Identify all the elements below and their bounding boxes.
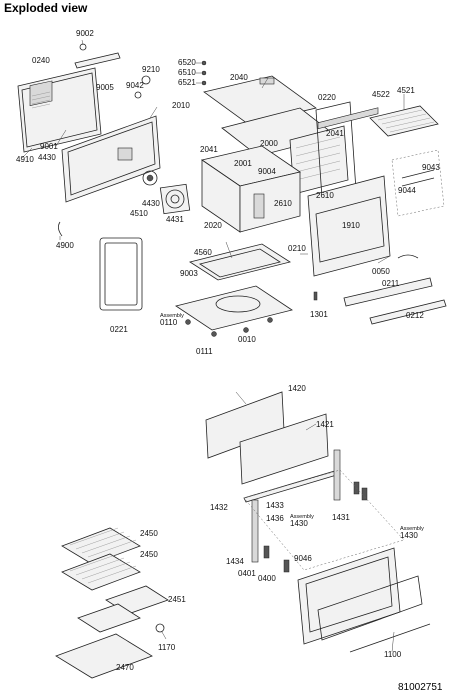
label-6521: 6521 bbox=[178, 78, 196, 87]
part-door-handle bbox=[349, 623, 431, 653]
label-9042: 9042 bbox=[126, 81, 144, 90]
label-9003: 9003 bbox=[180, 269, 198, 278]
label-4430-front: 4430 bbox=[142, 199, 160, 208]
label-0110: 0110 bbox=[160, 318, 178, 327]
label-1421: 1421 bbox=[316, 420, 334, 429]
label-0211: 0211 bbox=[382, 279, 400, 288]
part-wire bbox=[58, 221, 63, 237]
label-2451: 2451 bbox=[168, 595, 186, 604]
part-wire-rack-upper bbox=[61, 527, 141, 565]
part-door-side-rail-left bbox=[251, 499, 259, 563]
label-9004: 9004 bbox=[258, 167, 276, 176]
label-2450-upper: 2450 bbox=[140, 529, 158, 538]
label-1170: 1170 bbox=[158, 643, 176, 652]
label-0221: 0221 bbox=[110, 325, 128, 334]
label-4900: 4900 bbox=[56, 241, 74, 250]
label-9210: 9210 bbox=[142, 65, 160, 74]
label-1430-door: 1430 bbox=[400, 531, 418, 540]
label-2001: 2001 bbox=[234, 159, 252, 168]
part-base-plate bbox=[175, 285, 293, 337]
label-4510: 4510 bbox=[130, 209, 148, 218]
part-baking-tray-grid bbox=[77, 585, 169, 633]
label-4560: 4560 bbox=[194, 248, 212, 257]
label-2450-lower: 2450 bbox=[140, 550, 158, 559]
part-bottom-strip bbox=[343, 277, 433, 307]
label-assembly-base: Assembly bbox=[160, 313, 184, 319]
label-9002: 9002 bbox=[76, 29, 94, 38]
label-0111: 0111 bbox=[196, 347, 213, 356]
label-0240: 0240 bbox=[32, 56, 50, 65]
label-0050: 0050 bbox=[372, 267, 390, 276]
part-door-panel bbox=[297, 547, 401, 645]
part-strip bbox=[74, 52, 121, 69]
part-oven-cavity bbox=[201, 145, 301, 233]
page-title: Exploded view bbox=[4, 1, 88, 15]
part-labels: 9002 0240 9005 9210 9042 2010 6520 6510 … bbox=[16, 29, 440, 672]
part-trim-strip bbox=[369, 299, 447, 325]
part-rack-clip bbox=[155, 623, 165, 633]
label-0401: 0401 bbox=[238, 569, 256, 578]
label-1301: 1301 bbox=[310, 310, 328, 319]
label-4910: 4910 bbox=[16, 155, 34, 164]
label-2040: 2040 bbox=[230, 73, 248, 82]
label-0400: 0400 bbox=[258, 574, 276, 583]
label-4430-rear: 4430 bbox=[38, 153, 56, 162]
leader-lines bbox=[21, 39, 405, 653]
label-9044: 9044 bbox=[398, 186, 416, 195]
part-grease-filter bbox=[369, 105, 439, 137]
part-bottom-tray bbox=[189, 243, 291, 281]
label-1431: 1431 bbox=[332, 513, 350, 522]
label-1910: 1910 bbox=[342, 221, 360, 230]
part-door-seal bbox=[99, 237, 143, 311]
label-9005: 9005 bbox=[96, 83, 114, 92]
label-2041-right: 2041 bbox=[326, 129, 344, 138]
part-door-frame-bottom bbox=[317, 575, 423, 641]
label-1434: 1434 bbox=[226, 557, 244, 566]
label-1100: 1100 bbox=[384, 650, 402, 659]
label-4522: 4522 bbox=[372, 90, 390, 99]
label-2000: 2000 bbox=[260, 139, 278, 148]
part-inner-back-wall bbox=[61, 115, 161, 203]
part-door-side-rail-right bbox=[333, 449, 341, 501]
part-wire-rack-lower bbox=[61, 553, 141, 591]
label-6510: 6510 bbox=[178, 68, 196, 77]
label-1420: 1420 bbox=[288, 384, 306, 393]
label-6520: 6520 bbox=[178, 58, 196, 67]
label-2020: 2020 bbox=[204, 221, 222, 230]
label-9043: 9043 bbox=[422, 163, 440, 172]
label-9046: 9046 bbox=[294, 554, 312, 563]
part-fan-motor bbox=[142, 170, 158, 186]
part-heating-element bbox=[289, 125, 349, 195]
label-1432: 1432 bbox=[210, 503, 228, 512]
part-door-handle-clip bbox=[397, 254, 419, 259]
label-0212: 0212 bbox=[406, 311, 424, 320]
label-2010: 2010 bbox=[172, 101, 190, 110]
label-assembly-door-frame: Assembly bbox=[290, 514, 314, 520]
label-2610-center: 2610 bbox=[274, 199, 292, 208]
label-2610-right: 2610 bbox=[316, 191, 334, 200]
label-1430-frame: 1430 bbox=[290, 519, 308, 528]
label-0220: 0220 bbox=[318, 93, 336, 102]
label-2041-left: 2041 bbox=[200, 145, 218, 154]
document-number: 81002751 bbox=[398, 682, 443, 693]
label-0010: 0010 bbox=[238, 335, 256, 344]
label-4431: 4431 bbox=[166, 215, 184, 224]
label-4521: 4521 bbox=[397, 86, 415, 95]
label-2470: 2470 bbox=[116, 663, 134, 672]
label-9001: 9001 bbox=[40, 142, 58, 151]
part-back-panel bbox=[17, 67, 102, 153]
part-door-glass-inner bbox=[239, 413, 329, 485]
part-baking-tray bbox=[55, 633, 153, 679]
part-fan-cover bbox=[159, 183, 191, 215]
label-1433: 1433 bbox=[266, 501, 284, 510]
label-0210: 0210 bbox=[288, 244, 306, 253]
label-1436: 1436 bbox=[266, 514, 284, 523]
part-knob-small bbox=[141, 75, 151, 85]
label-assembly-door: Assembly bbox=[400, 526, 424, 532]
